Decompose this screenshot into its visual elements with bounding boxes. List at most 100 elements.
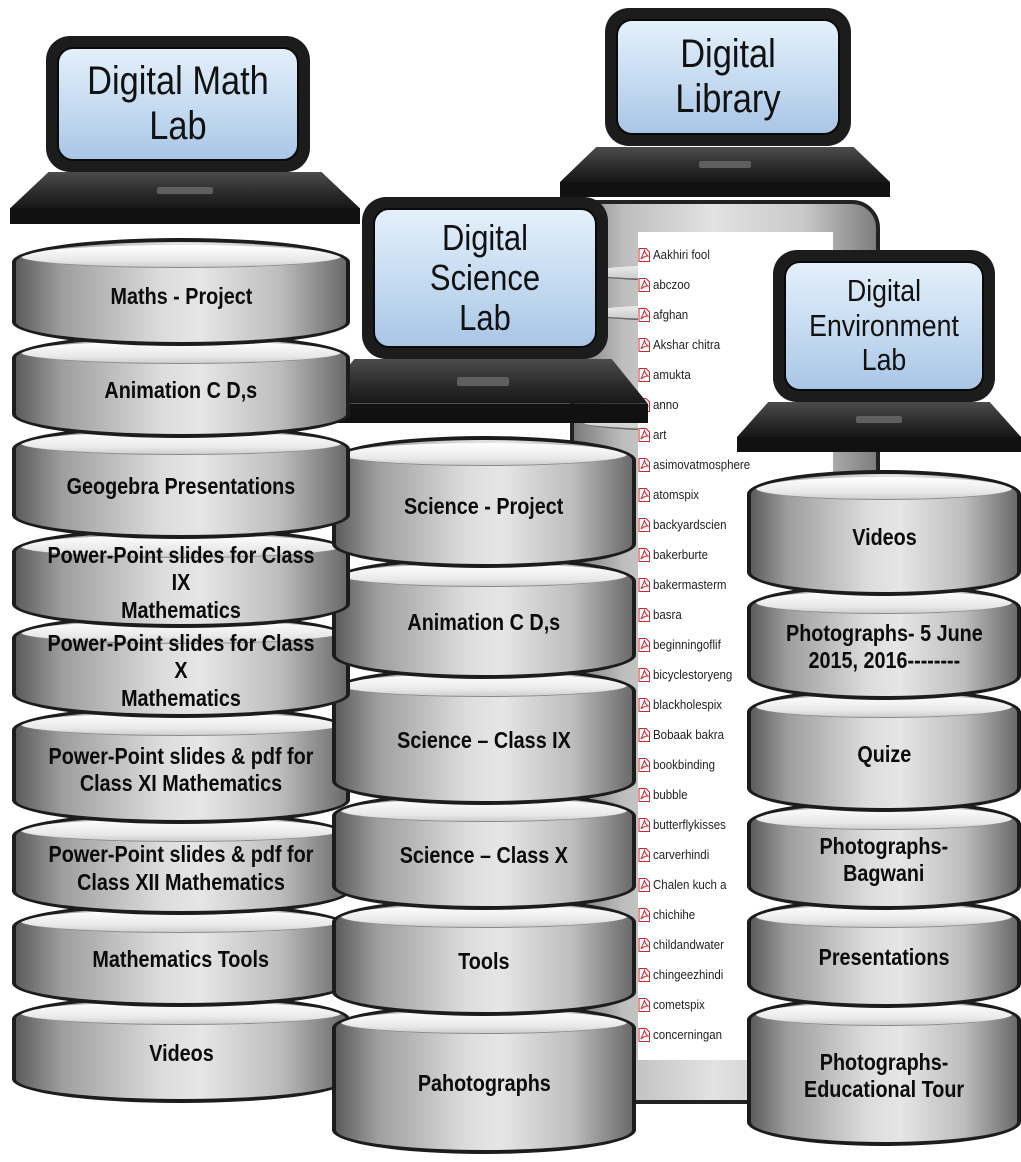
library-file[interactable]: art	[638, 420, 668, 450]
library-file-name: amukta	[653, 368, 691, 382]
library-file-name: bicyclestoryeng	[653, 668, 733, 682]
library-file[interactable]: backyardscien	[638, 510, 733, 540]
library-file-name: art	[653, 428, 667, 442]
environment-lab-item-2[interactable]: Photographs- 5 June 2015, 2016--------	[747, 584, 1021, 700]
pdf-icon	[638, 938, 653, 952]
library-file-name: childandwater	[653, 938, 724, 952]
pdf-icon	[638, 518, 653, 532]
library-file[interactable]: bubble	[638, 780, 691, 810]
pdf-icon	[638, 788, 653, 802]
library-file[interactable]: bookbinding	[638, 750, 720, 780]
library-file[interactable]: beginningoflif	[638, 630, 727, 660]
library-file[interactable]: chichihe	[638, 900, 699, 930]
library-file-name: afghan	[653, 308, 689, 322]
math-lab-item-3[interactable]: Geogebra Presentations	[12, 425, 350, 539]
library-file[interactable]: bakerburte	[638, 540, 713, 570]
math-lab-item-1[interactable]: Maths - Project	[12, 238, 350, 346]
library-file-name: backyardscien	[653, 518, 727, 532]
library-file-name: bubble	[653, 788, 688, 802]
pdf-icon	[638, 368, 653, 382]
science-lab-screen[interactable]: Digital Science Lab	[362, 197, 608, 359]
library-file-name: basra	[653, 608, 682, 622]
library-file[interactable]: amukta	[638, 360, 694, 390]
library-file-name: asimovatmosphere	[653, 458, 751, 472]
environment-lab-item-1[interactable]: Videos	[747, 470, 1021, 596]
pdf-icon	[638, 1028, 653, 1042]
math-lab-item-2[interactable]: Animation C D,s	[12, 334, 350, 438]
library-file[interactable]: carverhindi	[638, 840, 714, 870]
environment-lab-item-label: Quize	[857, 741, 911, 768]
math-lab-item-4[interactable]: Power-Point slides for Class IX Mathemat…	[12, 528, 350, 628]
environment-lab-item-6[interactable]: Photographs- Educational Tour	[747, 996, 1021, 1146]
math-lab-item-label: Power-Point slides & pdf for Class XII M…	[48, 841, 314, 895]
library-file-name: blackholespix	[653, 698, 723, 712]
digital-library-screen[interactable]: Digital Library	[605, 8, 851, 146]
library-file-name: atomspix	[653, 488, 700, 502]
library-file-name: Aakhiri fool	[653, 248, 710, 262]
math-lab-item-5[interactable]: Power-Point slides for Class X Mathemati…	[12, 614, 350, 718]
math-lab-item-label: Geogebra Presentations	[66, 473, 296, 500]
math-lab-item-label: Maths - Project	[110, 283, 252, 310]
science-lab-item-1[interactable]: Science - Project	[332, 436, 636, 568]
library-file[interactable]: butterflykisses	[638, 810, 732, 840]
environment-lab-item-3[interactable]: Quize	[747, 688, 1021, 812]
math-lab-item-label: Power-Point slides & pdf for Class XI Ma…	[48, 742, 314, 796]
library-file-name: concerningan	[653, 1028, 723, 1042]
library-file[interactable]: chingeezhindi	[638, 960, 729, 990]
library-file[interactable]: Aakhiri fool	[638, 240, 715, 270]
science-lab-item-label: Science – Class IX	[397, 727, 571, 754]
pdf-icon	[638, 878, 653, 892]
math-lab-keyboard	[10, 172, 360, 224]
library-file-name: Bobaak bakra	[653, 728, 724, 742]
math-lab-screen[interactable]: Digital Math Lab	[46, 36, 310, 172]
library-file-name: bakermasterm	[653, 578, 727, 592]
math-lab-item-7[interactable]: Power-Point slides & pdf for Class XII M…	[12, 812, 350, 915]
library-file-name: chingeezhindi	[653, 968, 724, 982]
library-file[interactable]: basra	[638, 600, 684, 630]
science-lab-item-5[interactable]: Tools	[332, 898, 636, 1016]
library-file[interactable]: Bobaak bakra	[638, 720, 730, 750]
math-lab-title: Digital Math Lab	[87, 59, 269, 148]
environment-lab-item-label: Photographs- Educational Tour	[803, 1048, 965, 1102]
pdf-icon	[638, 248, 653, 262]
environment-lab-item-4[interactable]: Photographs- Bagwani	[747, 800, 1021, 910]
environment-lab-item-5[interactable]: Presentations	[747, 898, 1021, 1008]
library-file[interactable]: Chalen kuch a	[638, 870, 733, 900]
math-lab-item-8[interactable]: Mathematics Tools	[12, 903, 350, 1007]
pdf-icon	[638, 998, 653, 1012]
library-file[interactable]: Akshar chitra	[638, 330, 726, 360]
library-file[interactable]: blackholespix	[638, 690, 728, 720]
library-file[interactable]: cometspix	[638, 990, 709, 1020]
science-lab-item-label: Tools	[458, 948, 510, 975]
pdf-icon	[638, 968, 653, 982]
math-lab-item-6[interactable]: Power-Point slides & pdf for Class XI Ma…	[12, 706, 350, 824]
library-file-name: beginningoflif	[653, 638, 721, 652]
library-file[interactable]: bicyclestoryeng	[638, 660, 739, 690]
pdf-icon	[638, 608, 653, 622]
library-file-name: bakerburte	[653, 548, 708, 562]
library-file[interactable]: atomspix	[638, 480, 703, 510]
science-lab-item-label: Animation C D,s	[407, 609, 561, 636]
pdf-icon	[638, 758, 653, 772]
environment-lab-item-label: Photographs- 5 June 2015, 2016--------	[785, 619, 983, 673]
math-lab-item-9[interactable]: Videos	[12, 995, 350, 1103]
library-file[interactable]: afghan	[638, 300, 691, 330]
digital-library-keyboard	[560, 147, 890, 197]
environment-lab-item-label: Presentations	[818, 944, 950, 971]
math-lab-item-label: Animation C D,s	[104, 377, 258, 404]
library-file[interactable]: concerningan	[638, 1020, 728, 1050]
library-file-name: carverhindi	[653, 848, 710, 862]
science-lab-item-3[interactable]: Science – Class IX	[332, 667, 636, 805]
environment-lab-title: Digital Environment Lab	[809, 272, 959, 378]
science-lab-item-4[interactable]: Science – Class X	[332, 792, 636, 910]
math-lab-item-label: Power-Point slides for Class X Mathemati…	[47, 630, 315, 711]
science-lab-item-label: Science - Project	[404, 493, 564, 520]
library-file[interactable]: childandwater	[638, 930, 730, 960]
library-file[interactable]: asimovatmosphere	[638, 450, 759, 480]
science-lab-item-6[interactable]: Pahotographs	[332, 1004, 636, 1154]
environment-lab-screen[interactable]: Digital Environment Lab	[773, 250, 995, 402]
library-file[interactable]: bakermasterm	[638, 570, 733, 600]
pdf-icon	[638, 278, 653, 292]
library-file[interactable]: abczoo	[638, 270, 693, 300]
science-lab-item-2[interactable]: Animation C D,s	[332, 557, 636, 679]
